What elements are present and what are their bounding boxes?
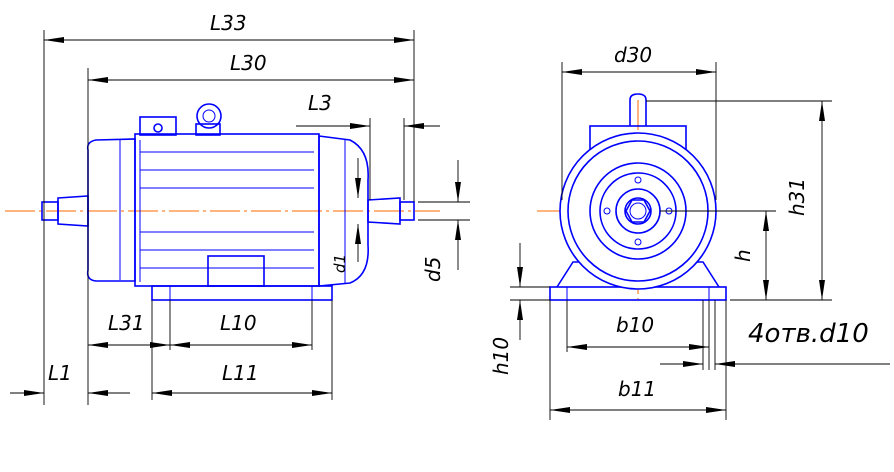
label-L10: L10 [220, 311, 257, 335]
side-view: L33 L30 L3 d1 d5 L31 L10 L1 L11 [5, 11, 470, 405]
label-d5: d5 [421, 257, 445, 282]
label-L31: L31 [108, 311, 145, 335]
label-L3: L3 [308, 91, 332, 115]
label-holes: 4отв.d10 [748, 319, 869, 349]
front-eye-bolt [629, 93, 647, 126]
stator-body [134, 133, 320, 287]
label-h10: h10 [489, 337, 513, 375]
terminal-box [139, 103, 222, 136]
rear-cover [86, 138, 136, 282]
label-b10: b10 [616, 313, 654, 337]
front-dimensions [510, 62, 890, 420]
label-h: h [731, 249, 755, 262]
label-h31: h31 [785, 178, 809, 216]
side-dimensions [10, 30, 470, 405]
label-L30: L30 [230, 51, 267, 75]
label-L11: L11 [222, 361, 259, 385]
label-L1: L1 [48, 361, 72, 385]
front-cover [318, 135, 369, 287]
right-shaft [367, 197, 415, 225]
label-d30: d30 [614, 43, 652, 67]
label-L33: L33 [210, 11, 247, 35]
label-d1: d1 [331, 254, 349, 273]
side-feet [151, 255, 333, 301]
label-b11: b11 [618, 377, 656, 401]
front-view: d30 h31 h h10 b10 b11 4отв.d10 [489, 43, 890, 420]
